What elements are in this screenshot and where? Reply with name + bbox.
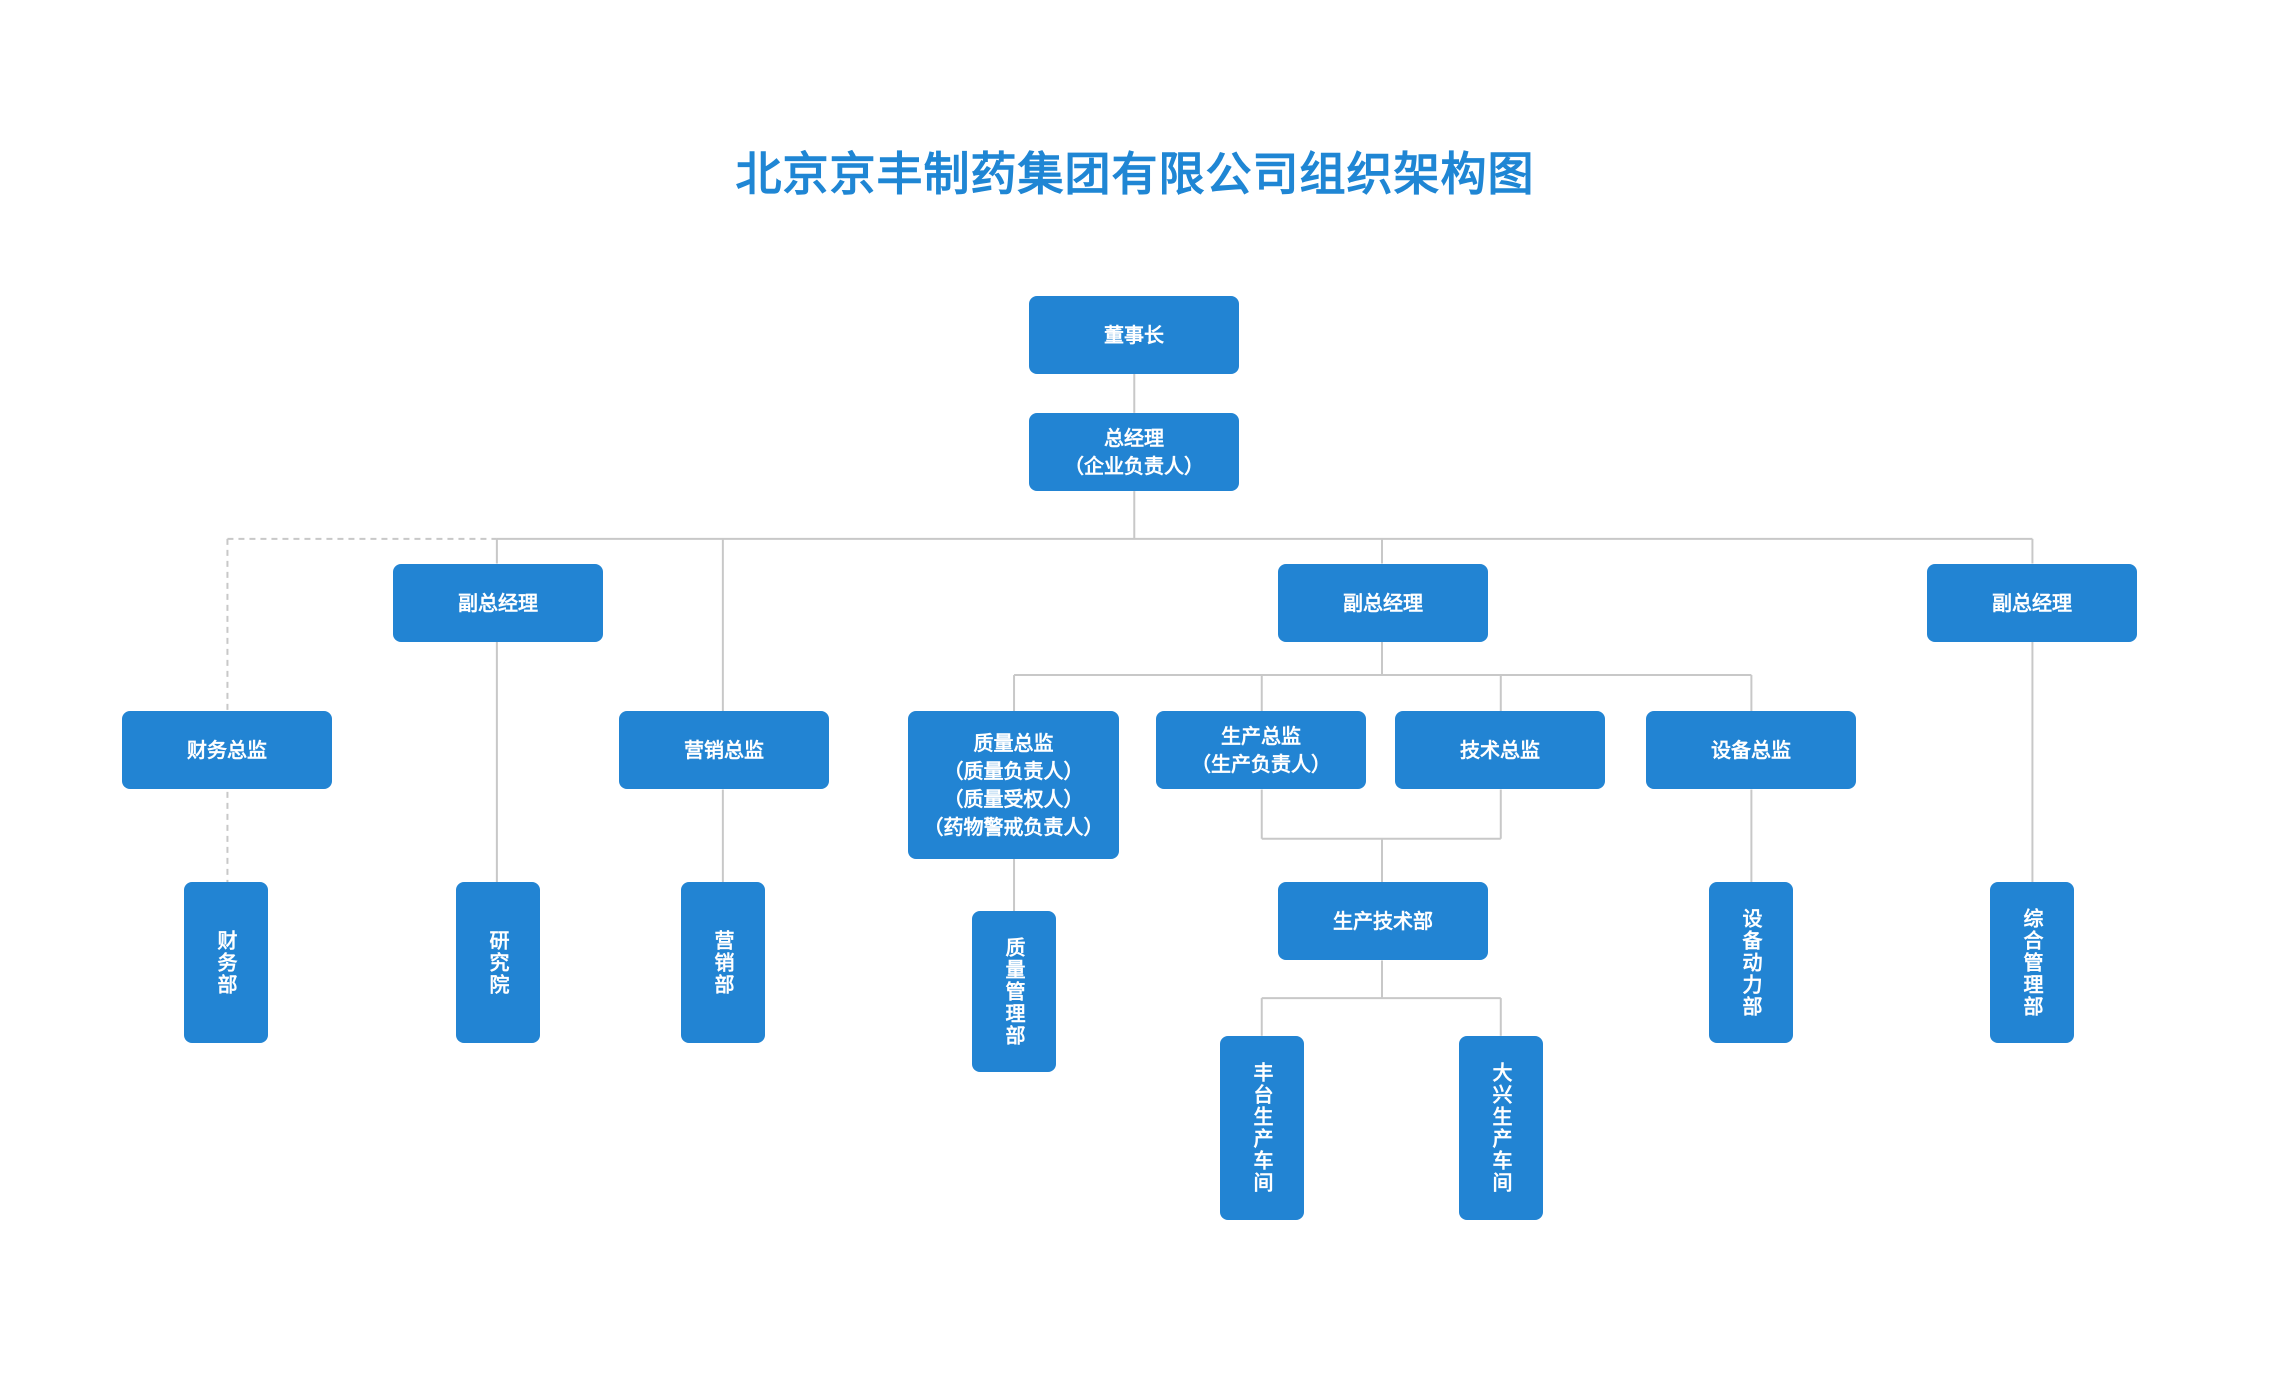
node-vice-gm-right[interactable]: 副总经理 [1927,564,2137,642]
node-research-institute[interactable]: 研究院 [456,882,540,1043]
chart-title: 北京京丰制药集团有限公司组织架构图 [735,147,1535,201]
node-marketing-director[interactable]: 营销总监 [619,711,829,789]
node-technology-director[interactable]: 技术总监 [1395,711,1605,789]
node-equipment-power-dept[interactable]: 设备动力部 [1709,882,1793,1043]
node-daxing-workshop[interactable]: 大兴生产车间 [1459,1036,1543,1220]
node-fengtai-workshop[interactable]: 丰台生产车间 [1220,1036,1304,1220]
node-quality-dept[interactable]: 质量管理部 [972,911,1056,1072]
node-production-director[interactable]: 生产总监 （生产负责人） [1156,711,1366,789]
node-general-admin-dept[interactable]: 综合管理部 [1990,882,2074,1043]
node-general-manager[interactable]: 总经理 （企业负责人） [1029,413,1239,491]
node-chairman[interactable]: 董事长 [1029,296,1239,374]
node-finance-director[interactable]: 财务总监 [122,711,332,789]
node-marketing-dept[interactable]: 营销部 [681,882,765,1043]
node-vice-gm-middle[interactable]: 副总经理 [1278,564,1488,642]
node-vice-gm-left[interactable]: 副总经理 [393,564,603,642]
node-equipment-director[interactable]: 设备总监 [1646,711,1856,789]
node-quality-director[interactable]: 质量总监 （质量负责人） （质量受权人） （药物警戒负责人） [908,711,1119,859]
node-production-tech-dept[interactable]: 生产技术部 [1278,882,1488,960]
node-finance-dept[interactable]: 财务部 [184,882,268,1043]
